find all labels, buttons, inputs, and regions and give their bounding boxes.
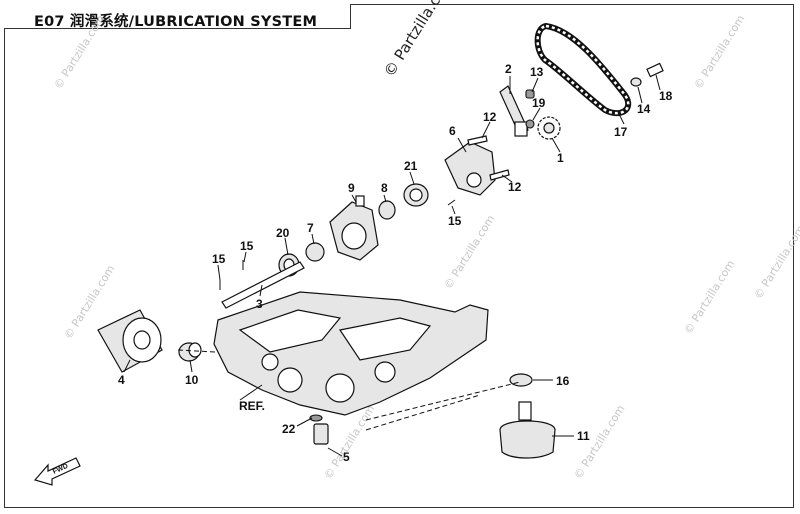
callout-21: 21	[404, 159, 418, 173]
bolt-part-12-lower	[489, 169, 510, 181]
pump-cover-part-6	[444, 141, 496, 196]
callout-5: 5	[343, 450, 350, 464]
inner-rotor-part-7	[305, 242, 325, 262]
callout-14: 14	[637, 102, 651, 116]
callout-7: 7	[307, 221, 314, 235]
pin-part-15-upper	[447, 199, 456, 206]
oil-filter-part-4	[97, 309, 163, 373]
page-title: E07 润滑系统/LUBRICATION SYSTEM	[34, 14, 318, 30]
assembly-line	[177, 349, 216, 353]
shaft-part-3	[221, 261, 305, 309]
callout-20: 20	[276, 226, 290, 240]
watermark-faint: © Partzilla.com	[682, 258, 738, 337]
strainer-part-11	[499, 401, 556, 459]
watermark-main: © Partzilla.com	[380, 0, 457, 80]
washer-part-14	[630, 77, 642, 87]
ref-label: REF.	[239, 399, 265, 413]
callout-15-upper: 15	[448, 214, 462, 228]
title-box: E07 润滑系统/LUBRICATION SYSTEM	[4, 4, 351, 30]
callout-8: 8	[381, 181, 388, 195]
watermark-faint: © Partzilla.com	[52, 13, 108, 92]
pump-body-part-9	[329, 195, 379, 261]
crankcase-ref	[213, 291, 489, 416]
callout-18: 18	[659, 89, 673, 103]
callout-3: 3	[256, 297, 263, 311]
callout-19: 19	[532, 96, 546, 110]
bolt-part-18	[646, 62, 664, 78]
leader-lines	[123, 74, 661, 457]
chain-part-17	[534, 22, 632, 117]
callout-17: 17	[614, 125, 628, 139]
callout-13: 13	[530, 65, 544, 79]
callout-2: 2	[505, 62, 512, 76]
rotor-part-21	[403, 183, 429, 207]
oring-part-22	[309, 414, 323, 422]
callout-16: 16	[556, 374, 570, 388]
callout-10: 10	[185, 373, 199, 387]
callout-15-mid: 15	[240, 239, 254, 253]
callout-9: 9	[348, 181, 355, 195]
diagram-frame	[4, 4, 794, 508]
callout-12-lower: 12	[508, 180, 522, 194]
callout-15-left: 15	[212, 252, 226, 266]
callout-11: 11	[577, 429, 590, 443]
callout-4: 4	[118, 373, 125, 387]
callout-1: 1	[557, 151, 564, 165]
seal-part-16	[509, 373, 533, 387]
sprocket-part-1	[537, 116, 561, 140]
fwd-arrow-icon: FWD	[33, 457, 81, 486]
switch-part-5	[313, 423, 329, 445]
chain-guide-part-2	[499, 85, 529, 137]
assembly-line	[365, 394, 481, 431]
watermark-faint: © Partzilla.com	[752, 223, 800, 302]
callout-6: 6	[449, 124, 456, 138]
assembly-line	[365, 381, 521, 421]
bolt-part-12-upper	[467, 135, 488, 146]
watermark-faint: © Partzilla.com	[692, 13, 748, 92]
fitting-part-10	[178, 342, 202, 362]
watermark-faint: © Partzilla.com	[322, 403, 378, 482]
callout-12-upper: 12	[483, 110, 497, 124]
inner-rotor-part-8	[378, 200, 396, 220]
callout-22: 22	[282, 422, 296, 436]
washer-part-19	[525, 119, 535, 129]
